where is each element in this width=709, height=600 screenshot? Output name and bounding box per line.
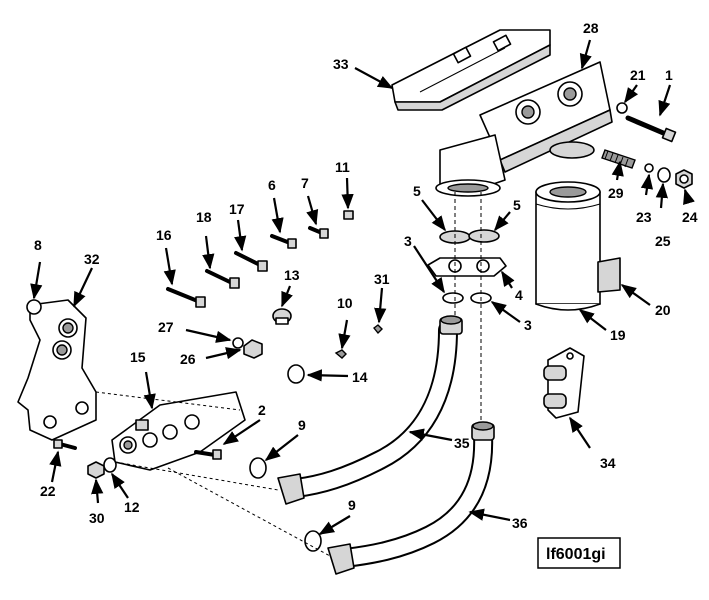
callout-11: 11 [335, 159, 350, 175]
leader-lines [30, 39, 695, 535]
callout-6: 6 [268, 177, 276, 193]
callout-18: 18 [196, 209, 212, 225]
plug-part-24 [675, 169, 693, 189]
callout-10: 10 [337, 295, 353, 311]
callout-35: 35 [454, 435, 470, 451]
callout-15: 15 [130, 349, 146, 365]
callout-25: 25 [655, 233, 671, 249]
nut-part-31 [373, 324, 383, 335]
washer-part-23 [644, 163, 654, 173]
washer-part-21 [616, 102, 628, 114]
o-ring-part-14 [287, 364, 305, 384]
bolt-part-1 [625, 115, 677, 143]
callout-26: 26 [180, 351, 196, 367]
callout-9-lower: 9 [348, 497, 356, 513]
callout-7: 7 [301, 175, 309, 191]
callout-24: 24 [682, 209, 698, 225]
callout-labels: 1 2 3 3 4 5 5 6 7 8 9 9 10 11 12 13 14 1… [34, 20, 698, 531]
plug-part-30 [87, 461, 105, 479]
callout-2: 2 [258, 402, 266, 418]
callout-4: 4 [515, 287, 523, 303]
adapter-part-15 [111, 391, 246, 471]
bolt-part-6 [270, 234, 297, 249]
callout-5-left: 5 [413, 183, 421, 199]
callout-28: 28 [583, 20, 599, 36]
callout-27: 27 [158, 319, 174, 335]
ring-part-5-right [468, 229, 500, 243]
plug-part-13 [272, 308, 292, 325]
label-part-20 [597, 257, 621, 293]
hose-part-36 [327, 421, 495, 575]
seal-part-25 [657, 167, 671, 183]
bracket-part-33 [391, 29, 551, 111]
callout-3-lower: 3 [524, 317, 532, 333]
hose-part-35 [277, 315, 463, 505]
reference-code-box: lf6001gi [537, 537, 621, 569]
callout-31: 31 [374, 271, 390, 287]
callout-19: 19 [610, 327, 626, 343]
callout-33: 33 [333, 56, 349, 72]
callout-12: 12 [124, 499, 140, 515]
callout-21: 21 [630, 67, 646, 83]
filter-part-19 [535, 181, 601, 311]
bolt-part-7 [308, 226, 329, 239]
callout-32: 32 [84, 251, 100, 267]
callout-22: 22 [40, 483, 56, 499]
screw-part-11 [343, 210, 354, 220]
o-ring-part-3-left [442, 292, 464, 304]
callout-1: 1 [665, 67, 673, 83]
bolt-part-22 [53, 439, 77, 450]
callout-20: 20 [655, 302, 671, 318]
callout-13: 13 [284, 267, 300, 283]
callout-17: 17 [229, 201, 245, 217]
nut-part-10 [334, 349, 347, 359]
callout-34: 34 [600, 455, 616, 471]
o-ring-part-9-upper [249, 457, 267, 479]
reference-code: lf6001gi [546, 546, 606, 563]
o-ring-part-9-lower [304, 530, 322, 552]
spring-part-29 [601, 149, 636, 169]
callout-30: 30 [89, 510, 105, 526]
filter-head-part-28 [435, 61, 613, 197]
bracket-part-32 [17, 299, 97, 441]
fitting-part-26 [243, 339, 263, 359]
bolt-part-2 [194, 449, 222, 460]
callout-36: 36 [512, 515, 528, 531]
callout-3-upper: 3 [404, 233, 412, 249]
callout-29: 29 [608, 185, 624, 201]
callout-23: 23 [636, 209, 652, 225]
o-ring-part-8 [26, 299, 42, 315]
bolt-part-16 [166, 287, 206, 308]
seal-part-12 [103, 457, 117, 473]
ring-part-27 [232, 337, 244, 349]
callout-14: 14 [352, 369, 368, 385]
gasket-part-4 [427, 257, 507, 277]
callout-9-upper: 9 [298, 417, 306, 433]
callout-16: 16 [156, 227, 172, 243]
callout-8: 8 [34, 237, 42, 253]
callout-5-right: 5 [513, 197, 521, 213]
flange-part-34 [543, 347, 585, 419]
bolt-part-18 [205, 269, 240, 289]
bolt-part-17 [234, 251, 268, 272]
